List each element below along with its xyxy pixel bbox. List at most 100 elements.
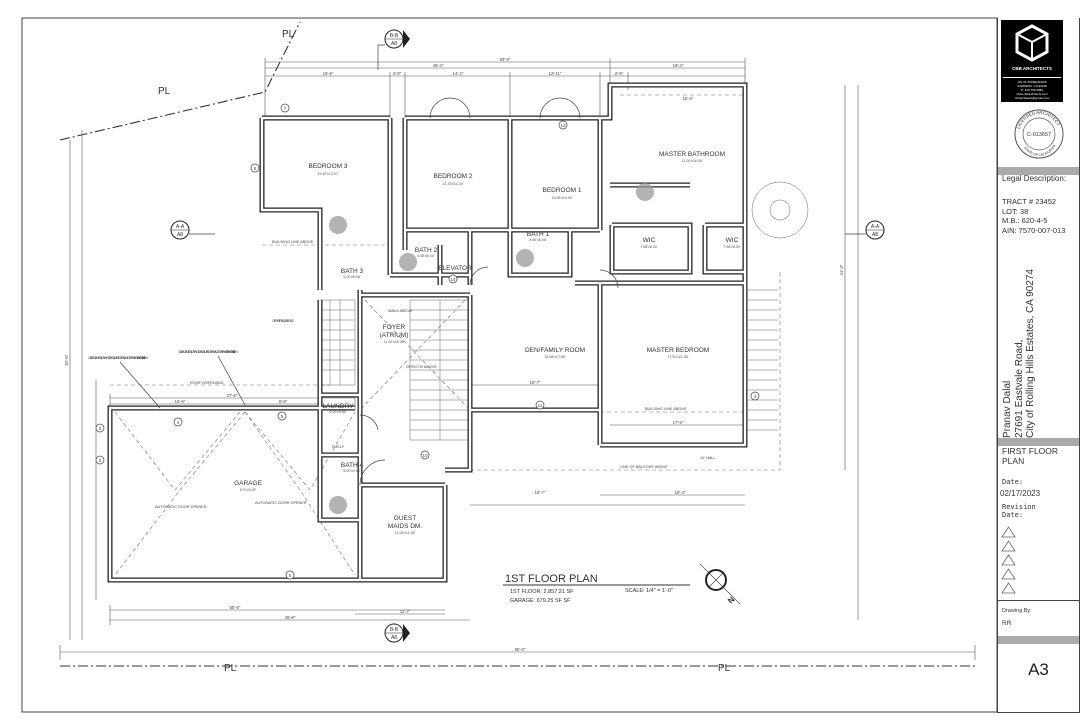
svg-text:7: 7 bbox=[284, 106, 287, 111]
svg-text:14'-2": 14'-2" bbox=[453, 71, 464, 76]
doors bbox=[359, 97, 619, 486]
divider bbox=[998, 636, 1079, 644]
svg-text:MAIDS DM.: MAIDS DM. bbox=[388, 523, 423, 530]
svg-text:GARAGE: GARAGE bbox=[234, 480, 262, 487]
svg-text:GARAGE: 679.25 SF SF: GARAGE: 679.25 SF SF bbox=[510, 598, 571, 604]
svg-text:BATH 2: BATH 2 bbox=[415, 247, 438, 254]
svg-text:10: 10 bbox=[422, 453, 428, 458]
pl-label: PL bbox=[718, 663, 731, 674]
svg-text:45'-0": 45'-0" bbox=[285, 615, 296, 620]
svg-text:18'-4": 18'-4" bbox=[673, 63, 684, 68]
svg-text:2: 2 bbox=[99, 458, 102, 463]
room-bedroom2: BEDROOM 2 13.33'x14.00' bbox=[433, 173, 472, 186]
svg-text:BUILDING LINE ABOVE: BUILDING LINE ABOVE bbox=[645, 407, 687, 411]
room-elevator: ELEVATOR bbox=[438, 265, 472, 272]
svg-text:LINE OF BALCONY ABOVE: LINE OF BALCONY ABOVE bbox=[620, 465, 668, 469]
svg-text:13.00'x16.08': 13.00'x16.08' bbox=[681, 159, 702, 163]
dashed-lines: ROOF OVERHANG BUILDING LINE ABOVE BUILDI… bbox=[110, 94, 781, 576]
drawing-by-label: Drawing By: bbox=[1002, 608, 1032, 614]
plan-title-block: 1ST FLOOR PLAN 1ST FLOOR: 2,857.21 SF GA… bbox=[503, 573, 690, 604]
section-marker-aa-left: A-AA8 bbox=[170, 220, 215, 240]
svg-text:12'-11": 12'-11" bbox=[549, 71, 562, 76]
svg-text:11.08'x11.58': 11.08'x11.58' bbox=[395, 531, 416, 535]
svg-text:WIC: WIC bbox=[643, 237, 656, 244]
date-value: 02/17/2023 bbox=[1000, 489, 1041, 498]
svg-text:17'-6": 17'-6" bbox=[673, 420, 684, 425]
svg-text:OPEN TRELLIS ABOVE: OPEN TRELLIS ABOVE bbox=[272, 319, 294, 323]
svg-text:B-B: B-B bbox=[390, 33, 399, 39]
pl-label: PL bbox=[158, 86, 171, 97]
room-bath1: BATH 18.66'x6.08' bbox=[527, 231, 550, 242]
pl-label: PL bbox=[224, 663, 237, 674]
date-label: Date: bbox=[1002, 478, 1024, 486]
svg-text:5: 5 bbox=[281, 414, 284, 419]
pl-label: PL bbox=[282, 29, 295, 40]
svg-text:4: 4 bbox=[754, 394, 757, 399]
property-lines: PL PL PL PL bbox=[59, 21, 975, 674]
svg-text:13.33'x14.00': 13.33'x14.00' bbox=[442, 182, 463, 186]
svg-text:A8: A8 bbox=[872, 232, 878, 238]
north-arrow-icon: N bbox=[699, 563, 741, 606]
svg-text:45'-4": 45'-4" bbox=[433, 63, 444, 68]
room-foyer: FOYER(ATRIUM)11.00'x16.08' bbox=[380, 324, 409, 344]
svg-text:7.58'x8.00': 7.58'x8.00' bbox=[723, 245, 740, 249]
svg-text:B-B: B-B bbox=[390, 627, 399, 633]
svg-text:7.58'x8.00': 7.58'x8.00' bbox=[640, 245, 657, 249]
revision-triangles bbox=[1001, 526, 1016, 594]
svg-text:BATH 1: BATH 1 bbox=[527, 231, 550, 238]
room-bath4: BATH 45.00'x7.66' bbox=[341, 462, 364, 473]
keynote-tags: 7 8 4 5 2 2 11 13 14 5 4 10 bbox=[95, 103, 760, 580]
svg-text:BEDROOM 2: BEDROOM 2 bbox=[433, 173, 472, 180]
stairs bbox=[319, 181, 809, 441]
svg-text:1ST FLOOR: 2,857.21 SF: 1ST FLOOR: 2,857.21 SF bbox=[510, 589, 574, 595]
svg-text:5.00'x5.50': 5.00'x5.50' bbox=[329, 410, 346, 414]
svg-text:11'-7": 11'-7" bbox=[400, 609, 411, 614]
svg-text:4: 4 bbox=[177, 420, 180, 425]
svg-text:8.66'x6.08': 8.66'x6.08' bbox=[529, 238, 546, 242]
svg-text:SHELF: SHELF bbox=[332, 445, 345, 449]
svg-text:AUTOMATIC DOOR OPENER: AUTOMATIC DOOR OPENER bbox=[155, 505, 207, 509]
svg-text:13: 13 bbox=[560, 123, 566, 128]
svg-text:11: 11 bbox=[538, 403, 543, 408]
svg-text:MASTER BEDROOM: MASTER BEDROOM bbox=[647, 347, 709, 354]
svg-text:SCALE: 1/4" = 1'-0": SCALE: 1/4" = 1'-0" bbox=[625, 588, 673, 594]
svg-text:27'-6": 27'-6" bbox=[227, 393, 238, 398]
svg-text:DEN/FAMILY ROOM: DEN/FAMILY ROOM bbox=[525, 347, 585, 354]
svg-text:MASTER BATHROOM: MASTER BATHROOM bbox=[659, 151, 725, 158]
svg-text:2'-6": 2'-6" bbox=[615, 71, 624, 76]
svg-text:18'-7": 18'-7" bbox=[530, 380, 541, 385]
svg-text:A8: A8 bbox=[391, 635, 397, 641]
svg-text:16'-0": 16'-0" bbox=[175, 399, 186, 404]
svg-text:(ATRIUM): (ATRIUM) bbox=[380, 332, 409, 339]
svg-text:N: N bbox=[726, 595, 737, 606]
svg-text:18'-7": 18'-7" bbox=[535, 490, 546, 495]
svg-text:C-013657: C-013657 bbox=[1027, 132, 1051, 138]
svg-text:ELEVATOR: ELEVATOR bbox=[438, 265, 472, 272]
svg-text:11.00'x16.08': 11.00'x16.08' bbox=[384, 340, 405, 344]
svg-text:84'-0": 84'-0" bbox=[500, 57, 511, 62]
section-marker-bb-bottom: B-B A8 bbox=[384, 623, 410, 643]
svg-text:AUTOMATIC DOOR OPENER: AUTOMATIC DOOR OPENER bbox=[255, 501, 307, 505]
svg-text:2'-0": 2'-0" bbox=[393, 71, 402, 76]
room-bath2: BATH 26.58'x6.00' bbox=[415, 247, 438, 258]
svg-text:5: 5 bbox=[289, 573, 292, 578]
firm-name: CBB ARCHITECTS bbox=[1012, 66, 1052, 71]
svg-text:14: 14 bbox=[450, 277, 456, 282]
svg-text:8'-9": 8'-9" bbox=[279, 399, 288, 404]
svg-text:BUILDING LINE ABOVE: BUILDING LINE ABOVE bbox=[272, 240, 314, 244]
plan-title: 1ST FLOOR PLAN bbox=[505, 573, 598, 585]
revision-label: Revision Date: bbox=[1002, 503, 1036, 519]
showers bbox=[329, 183, 654, 514]
notes: GARAGE METAL OR WOOD ROLL UP DOOR W/AUTO… bbox=[88, 319, 716, 509]
svg-text:18.58'x17.58': 18.58'x17.58' bbox=[544, 355, 565, 359]
svg-text:BEDROOM 3: BEDROOM 3 bbox=[308, 163, 347, 170]
svg-text:85'-0": 85'-0" bbox=[515, 647, 526, 652]
